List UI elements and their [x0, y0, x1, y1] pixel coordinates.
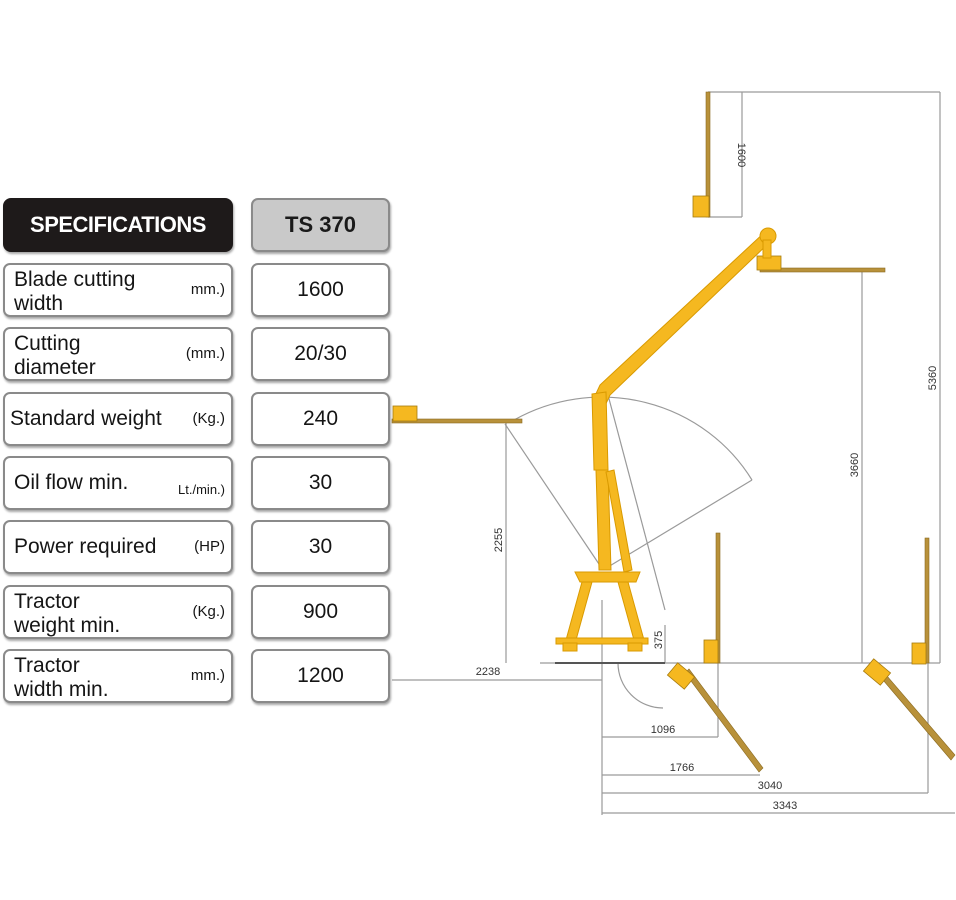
motor-blocks [392, 195, 927, 690]
crane-arm [555, 227, 777, 652]
model-label: TS 370 [285, 212, 356, 237]
spec-label-oil-flow: Oil flow min. Lt./min.) [3, 456, 233, 510]
spec-name: Standard weight [10, 407, 162, 430]
blade-vertical-right [924, 537, 930, 664]
spec-value-power-required: 30 [251, 520, 390, 574]
blade-angled-1 [684, 668, 764, 773]
dim-5360: 5360 [927, 366, 939, 390]
blade-vertical-low [715, 532, 721, 664]
specifications-header: SPECIFICATIONS [3, 198, 233, 252]
spec-name: Power required [14, 535, 157, 558]
spec-name: Oil flow min. [14, 471, 129, 494]
dimension-labels: 1600 5360 3660 2255 375 2238 1096 1766 3… [476, 143, 939, 812]
blade-positions [391, 91, 956, 773]
dimension-lines [392, 91, 955, 815]
spec-value-oil-flow: 30 [251, 456, 390, 510]
spec-value-tractor-width: 1200 [251, 649, 390, 703]
spec-label-standard-weight: Standard weight (Kg.) [3, 392, 233, 446]
dim-375: 375 [653, 631, 665, 649]
spec-value-tractor-weight: 900 [251, 585, 390, 639]
spec-value-standard-weight: 240 [251, 392, 390, 446]
spec-unit: mm.) [190, 281, 225, 298]
spec-unit: (Kg.) [192, 603, 225, 620]
dim-2238: 2238 [476, 666, 500, 678]
spec-value-cutting-diameter: 20/30 [251, 327, 390, 381]
dim-3343: 3343 [773, 800, 797, 812]
spec-unit: (Kg.) [192, 410, 225, 427]
spec-value-blade-cutting-width: 1600 [251, 263, 390, 317]
model-header: TS 370 [251, 198, 390, 252]
blade-horizontal-top [759, 267, 886, 273]
dim-3040: 3040 [758, 780, 782, 792]
spec-unit: (HP) [194, 538, 225, 555]
blade-vertical-top [705, 91, 711, 218]
specifications-header-label: SPECIFICATIONS [30, 212, 206, 237]
spec-label-power-required: Power required (HP) [3, 520, 233, 574]
dim-1600: 1600 [735, 143, 747, 167]
dim-2255: 2255 [493, 528, 505, 552]
dim-1766: 1766 [670, 762, 694, 774]
blade-angled-2 [876, 668, 956, 761]
spec-unit: Lt./min.) [178, 482, 225, 497]
dim-3660: 3660 [849, 453, 861, 477]
dim-1096: 1096 [651, 724, 675, 736]
spec-unit: mm.) [190, 667, 225, 684]
blade-horizontal-side [391, 418, 523, 424]
spec-unit: (mm.) [185, 345, 225, 362]
